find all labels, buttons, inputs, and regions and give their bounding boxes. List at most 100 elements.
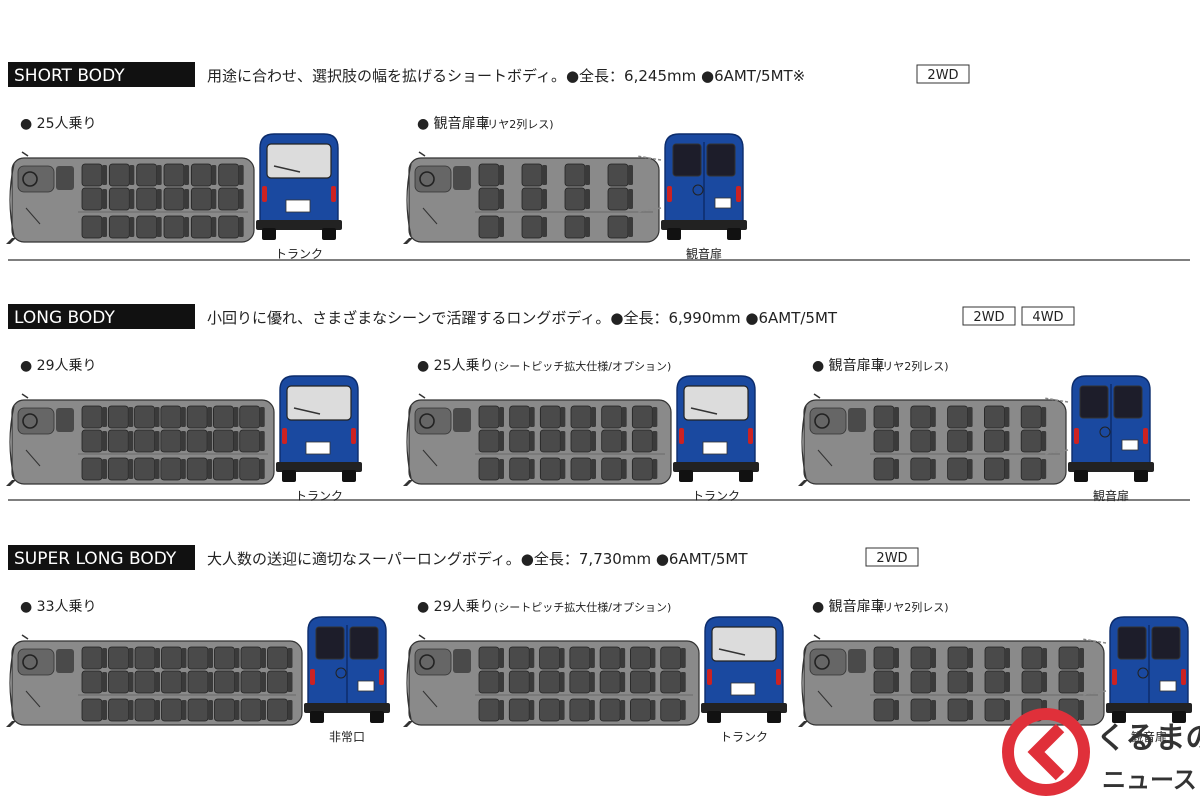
- seat-back: [930, 459, 936, 479]
- seat-back: [560, 431, 566, 451]
- drive-badge-label: 2WD: [973, 310, 1004, 325]
- seat: [134, 457, 155, 481]
- step: [798, 480, 808, 486]
- seat: [521, 163, 543, 187]
- seat: [570, 405, 592, 429]
- seat-back: [589, 672, 595, 692]
- seat-back: [1079, 672, 1084, 692]
- seat: [607, 187, 629, 211]
- seat-back: [621, 459, 627, 479]
- seat: [81, 670, 103, 694]
- seat-back: [261, 672, 266, 692]
- variant-sublabel: (リヤ2列レス): [878, 359, 949, 373]
- license-plate: [357, 680, 375, 692]
- seat: [660, 670, 682, 694]
- seat-back: [585, 165, 590, 185]
- section-title: SUPER LONG BODY: [14, 549, 177, 569]
- rear-bumper: [1106, 703, 1192, 713]
- seat-back: [1079, 700, 1084, 720]
- seat: [947, 646, 969, 670]
- seat: [947, 670, 969, 694]
- seat: [570, 429, 592, 453]
- door-step: [25, 207, 41, 225]
- seat: [984, 646, 1006, 670]
- wheel: [370, 711, 384, 723]
- seat-back: [499, 407, 504, 427]
- seat-back: [499, 459, 504, 479]
- seat: [1020, 405, 1042, 429]
- seat: [509, 457, 531, 481]
- drive-badge: [865, 547, 919, 567]
- seat: [910, 429, 932, 453]
- tail-light: [310, 669, 315, 685]
- seat: [569, 670, 591, 694]
- seat-back: [233, 407, 239, 427]
- seat: [240, 670, 262, 694]
- seat-back: [652, 459, 658, 479]
- logo-ring: [1002, 708, 1090, 796]
- seat: [267, 698, 288, 722]
- rear-bumper: [276, 462, 362, 472]
- seat: [607, 215, 629, 239]
- seat-back: [628, 165, 633, 185]
- seat-back: [287, 672, 293, 692]
- bus-front: [406, 646, 412, 720]
- seat-back: [930, 431, 936, 451]
- seat-back: [234, 648, 240, 668]
- seat-back: [238, 217, 244, 237]
- variant: ● 観音扉車(リヤ2列レス)観音扉: [798, 598, 1192, 744]
- seat-back: [628, 189, 633, 209]
- seat-back: [559, 672, 565, 692]
- seat-back: [184, 165, 189, 185]
- seat-back: [968, 648, 973, 668]
- seat: [660, 646, 682, 670]
- wheel: [727, 228, 741, 240]
- seat-back: [894, 407, 899, 427]
- seat-back: [1004, 459, 1010, 479]
- seat: [478, 670, 500, 694]
- rear-label: トランク: [295, 489, 343, 503]
- seat: [163, 163, 185, 187]
- step: [6, 721, 16, 727]
- seat: [136, 215, 158, 239]
- seat: [190, 163, 212, 187]
- seat: [134, 429, 155, 453]
- seat: [108, 187, 130, 211]
- seat-back: [128, 431, 134, 451]
- license-plate: [702, 441, 728, 455]
- seat: [631, 405, 653, 429]
- seat: [873, 698, 895, 722]
- seat-back: [208, 700, 213, 720]
- seat: [240, 646, 262, 670]
- rear-label: 観音扉: [1093, 488, 1129, 503]
- seat: [160, 429, 182, 453]
- seat: [478, 187, 500, 211]
- seat-back: [1005, 672, 1010, 692]
- bus-front: [406, 405, 412, 479]
- front-seat: [56, 408, 74, 432]
- license-plate: [714, 197, 732, 209]
- seat-back: [208, 672, 213, 692]
- seat: [508, 670, 530, 694]
- drive-badge-label: 2WD: [876, 551, 907, 566]
- step: [6, 238, 16, 244]
- seat: [521, 215, 543, 239]
- rear-bumper: [1068, 462, 1154, 472]
- rear-label: トランク: [275, 247, 323, 261]
- front-seat: [56, 166, 74, 190]
- seat: [81, 215, 103, 239]
- bus-front: [9, 405, 15, 479]
- mirror: [418, 393, 426, 399]
- seat: [478, 429, 500, 453]
- seat-back: [650, 672, 656, 692]
- step: [6, 480, 16, 486]
- seat-back: [128, 700, 134, 720]
- seat-back: [129, 217, 135, 237]
- seat: [599, 670, 621, 694]
- section-title: SHORT BODY: [14, 66, 125, 86]
- seat-back: [499, 217, 504, 237]
- tail-light: [282, 428, 287, 444]
- seat-back: [1079, 648, 1084, 668]
- seat: [161, 670, 182, 694]
- seat-back: [102, 407, 107, 427]
